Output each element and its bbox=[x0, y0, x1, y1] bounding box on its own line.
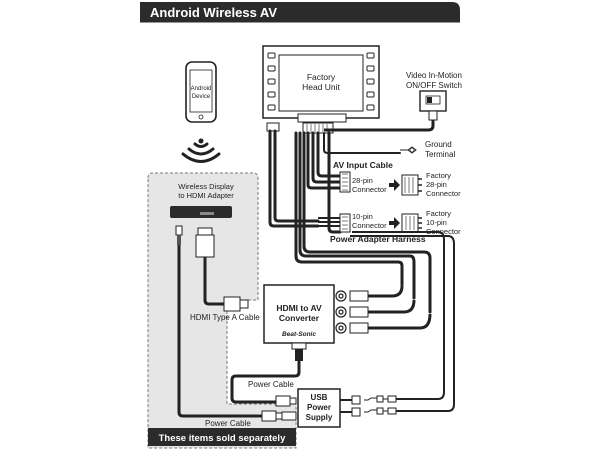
usb-power-supply: USB Power Supply bbox=[297, 388, 352, 428]
power-adapter-harness-label: Power Adapter Harness bbox=[330, 234, 426, 244]
title-bar: Android Wireless AV bbox=[140, 2, 460, 23]
cable-bundle bbox=[268, 129, 432, 314]
wireless-signal-icon bbox=[181, 138, 221, 163]
hdmi-to-av-converter: HDMI to AV Converter Beat-Sonic bbox=[230, 284, 432, 404]
factory-10pin-label-2: 10-pin bbox=[426, 218, 447, 227]
factory-10pin-label-3: Connector bbox=[426, 227, 461, 236]
power-supply-leads bbox=[350, 231, 455, 417]
factory-28pin-label-3: Connector bbox=[426, 189, 461, 198]
power-cable-label-2: Power Cable bbox=[205, 419, 251, 428]
page-title: Android Wireless AV bbox=[150, 5, 277, 20]
factory-28pin-label-1: Factory bbox=[426, 171, 451, 180]
head-unit-label-2: Head Unit bbox=[302, 82, 340, 92]
usb-supply-label-2: Power bbox=[307, 403, 331, 412]
converter-label-1: HDMI to AV bbox=[276, 303, 322, 313]
pin28-label-2: Connector bbox=[352, 185, 387, 194]
android-device-label-2: Device bbox=[192, 94, 211, 100]
pin10-label-1: 10-pin bbox=[352, 212, 373, 221]
usb-supply-label-3: Supply bbox=[306, 413, 333, 422]
usb-supply-label-1: USB bbox=[311, 393, 328, 402]
head-unit-label-1: Factory bbox=[307, 72, 336, 82]
usb-plugs bbox=[261, 395, 297, 422]
pin10-label-2: Connector bbox=[352, 221, 387, 230]
pin28-label-1: 28-pin bbox=[352, 176, 373, 185]
power-cable-label-1: Power Cable bbox=[248, 380, 294, 389]
factory-head-unit: Factory Head Unit bbox=[262, 45, 380, 134]
factory-28pin-label-2: 28-pin bbox=[426, 180, 447, 189]
sold-separately-label: These items sold separately bbox=[159, 433, 286, 444]
video-switch-label-1: Video In-Motion bbox=[406, 71, 462, 80]
android-device-label-1: Android bbox=[191, 86, 212, 92]
factory-10pin-label-1: Factory bbox=[426, 209, 451, 218]
wireless-adapter-label-2: to HDMI Adapter bbox=[178, 191, 234, 200]
hdmi-type-a-connector: HDMI Type A Cable bbox=[190, 296, 260, 322]
converter-label-2: Converter bbox=[279, 313, 320, 323]
video-switch-label-2: ON/OFF Switch bbox=[406, 81, 462, 90]
brand-label: Beat-Sonic bbox=[282, 331, 316, 338]
pin28-connector: 28-pin Connector Factory 28-pin Connecto… bbox=[339, 171, 461, 198]
ground-terminal-label-2: Terminal bbox=[425, 150, 455, 159]
hdmi-type-a-label: HDMI Type A Cable bbox=[190, 313, 260, 322]
sold-separately-region: These items sold separately bbox=[147, 172, 297, 449]
ground-terminal: Ground Terminal bbox=[400, 140, 455, 159]
android-device: Android Device bbox=[185, 61, 217, 123]
video-switch: Video In-Motion ON/OFF Switch bbox=[324, 71, 462, 132]
wireless-hdmi-adapter: Wireless Display to HDMI Adapter bbox=[170, 182, 262, 418]
av-input-cable-label: AV Input Cable bbox=[333, 160, 393, 170]
wireless-adapter-label-1: Wireless Display bbox=[178, 182, 234, 191]
ground-terminal-label-1: Ground bbox=[425, 140, 452, 149]
